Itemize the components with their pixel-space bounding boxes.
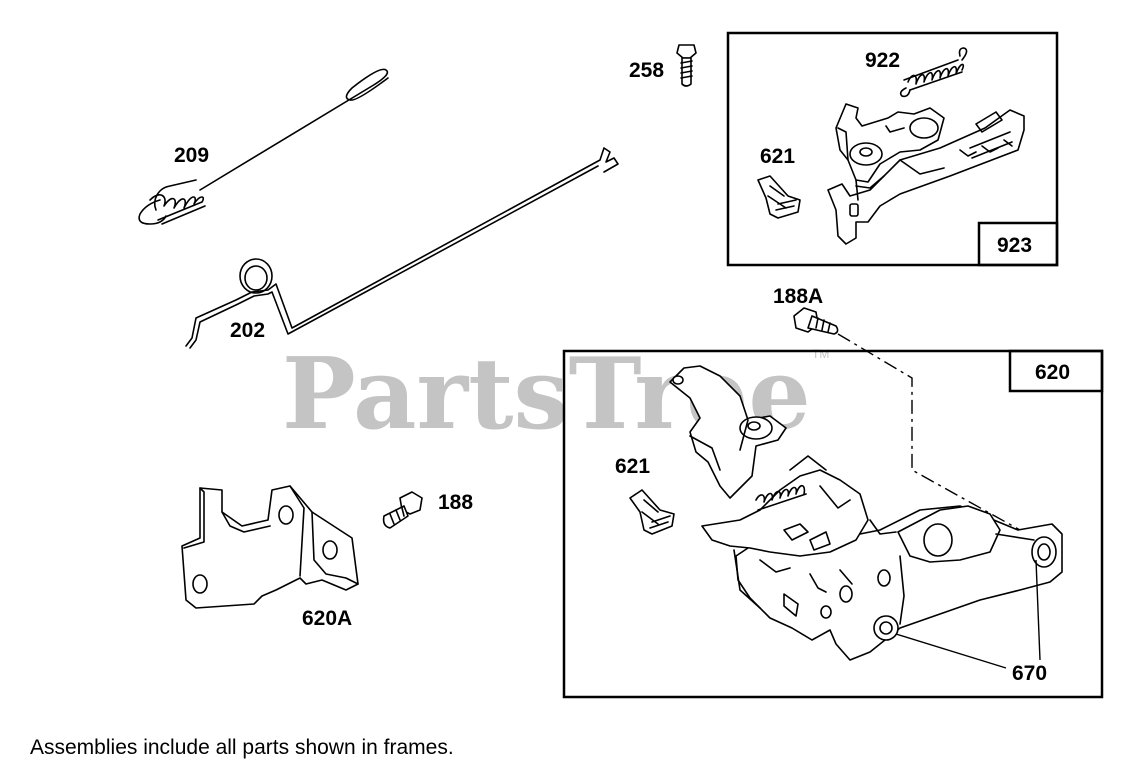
assembly-923-governor-control[interactable] [827, 103, 1025, 245]
callout-620A: 620A [302, 607, 352, 630]
callout-202: 202 [230, 319, 265, 342]
callout-188: 188 [438, 491, 473, 514]
callout-209: 209 [174, 144, 209, 167]
callout-621-bottom: 621 [615, 455, 650, 478]
callout-258: 258 [629, 59, 664, 82]
part-258-bolt[interactable] [676, 44, 697, 87]
leader-line-670-b [895, 633, 1007, 669]
assembly-footnote: Assemblies include all parts shown in fr… [30, 736, 454, 759]
watermark-trademark: TM [812, 347, 829, 361]
assembly-frame-923-tag [977, 221, 1059, 267]
assembly-frame-923 [726, 31, 1059, 267]
part-188A-bolt[interactable] [793, 307, 839, 335]
part-202-governor-link[interactable] [185, 147, 619, 349]
assembly-frame-620 [562, 349, 1104, 699]
part-621-clip-top[interactable] [757, 175, 801, 219]
part-922-spring[interactable] [899, 47, 968, 98]
part-621-clip-bottom[interactable] [629, 489, 675, 535]
callout-188A: 188A [773, 285, 823, 308]
part-620A-bracket[interactable] [181, 485, 359, 609]
callout-922: 922 [865, 49, 900, 72]
assembly-frame-620-tag [1008, 349, 1104, 393]
assembly-alignment-line [837, 333, 1021, 531]
callout-621-top: 621 [760, 145, 795, 168]
part-188-bolt[interactable] [382, 491, 423, 529]
leader-line-670-a [1035, 559, 1041, 661]
callout-620: 620 [1035, 361, 1070, 384]
callout-670: 670 [1012, 662, 1047, 685]
part-209-spring-link[interactable] [138, 68, 389, 225]
assembly-620-governor-control[interactable] [669, 365, 1063, 661]
callout-923: 923 [997, 234, 1032, 257]
